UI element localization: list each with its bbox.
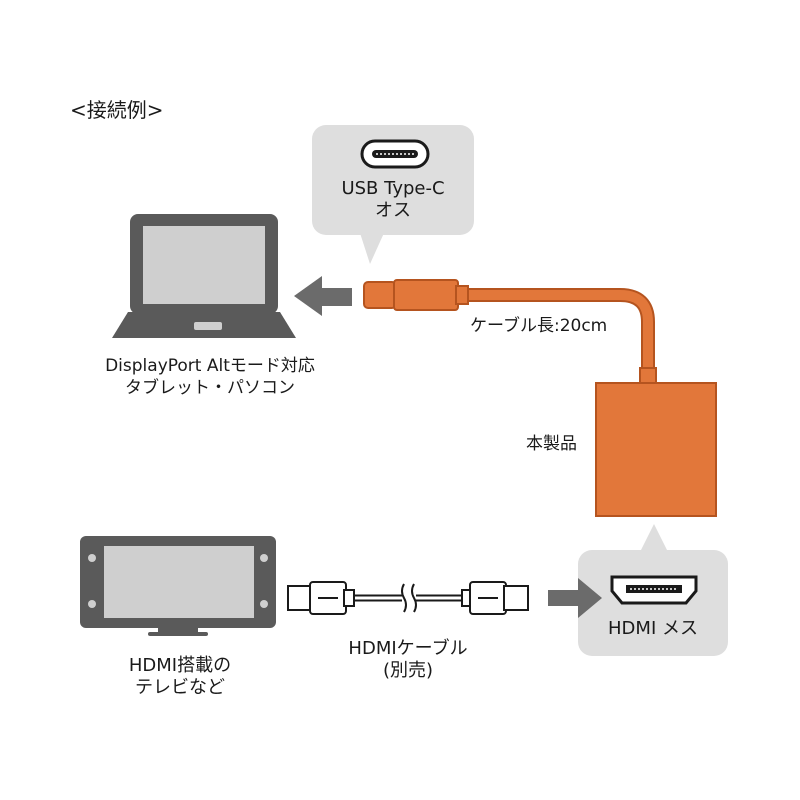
laptop-icon: [112, 214, 296, 338]
hdmi-cable-icon: [287, 581, 529, 615]
product-cable: [363, 279, 657, 385]
hdmi-cable-caption-line1: HDMIケーブル: [348, 638, 468, 659]
cable-length-label: ケーブル長:20cm: [470, 316, 608, 336]
arrow-right-icon: [548, 578, 602, 618]
laptop-caption-line1: DisplayPort Altモード対応: [105, 356, 315, 376]
laptop-caption-line2: タブレット・パソコン: [125, 378, 295, 398]
hdmi-port-icon: [610, 575, 698, 605]
adapter-box: [595, 382, 717, 517]
product-label: 本製品: [526, 434, 577, 454]
hdmi-port-label: HDMI メス: [608, 618, 698, 639]
tv-caption-line1: HDMI搭載の: [128, 655, 232, 676]
usb-c-port-icon: [360, 139, 430, 169]
usb-connector-label-line2: オス: [375, 200, 411, 221]
usb-c-callout: [312, 125, 474, 264]
usb-connector-label-line1: USB Type-C: [341, 178, 445, 199]
hdmi-cable-caption-line2: (別売): [382, 660, 434, 681]
tv-icon: [80, 536, 276, 636]
tv-caption-line2: テレビなど: [135, 677, 225, 698]
heading: <接続例>: [70, 98, 164, 122]
arrow-left-icon: [294, 276, 352, 316]
